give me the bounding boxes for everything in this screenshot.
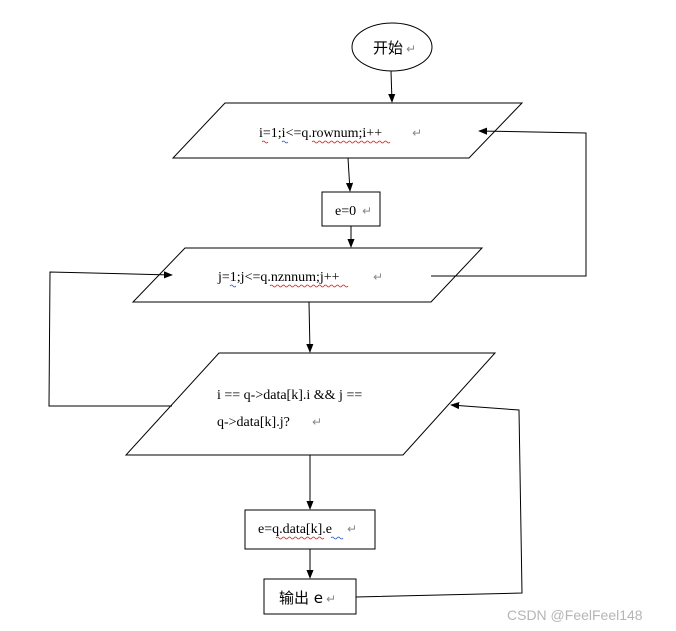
paragraph-mark: ↵ <box>347 522 357 536</box>
edge-start-to-outer-loop <box>388 70 396 103</box>
paragraph-mark: ↵ <box>362 204 372 218</box>
condition-line-2: q->data[k].j? <box>217 415 290 430</box>
paragraph-mark: ↵ <box>326 592 336 606</box>
edge-output-back-to-condition <box>355 402 523 598</box>
edge-outer-loop-to-init-e <box>345 157 354 192</box>
paragraph-mark: ↵ <box>373 270 383 284</box>
start-node: 开始 ↵ <box>351 22 433 72</box>
edge-condition-back-to-inner-loop <box>48 271 173 407</box>
init-e-node: e=0 ↵ <box>321 191 381 227</box>
assign-e-node: e=q.data[k].e ↵ <box>244 509 376 550</box>
edge-inner-loop-to-condition <box>306 301 314 353</box>
inner-loop-node: j=1;j<=q.nznnum;j++ ↵ <box>131 247 484 303</box>
start-label: 开始 <box>373 39 403 57</box>
output-e-node: 输出 e ↵ <box>263 578 357 615</box>
condition-line-1: i == q->data[k].i && j == <box>217 388 362 403</box>
paragraph-mark: ↵ <box>406 42 416 56</box>
init-e-label: e=0 <box>335 204 356 219</box>
outer-loop-label: i=1;i<=q.rownum;i++ <box>259 126 382 141</box>
condition-node: i == q->data[k].i && j == q->data[k].j? … <box>124 352 497 456</box>
output-e-label: 输出 e <box>279 589 323 607</box>
edge-inner-loop-back-to-outer-loop <box>431 127 587 277</box>
inner-loop-label: j=1;j<=q.nznnum;j++ <box>217 270 340 285</box>
paragraph-mark: ↵ <box>412 126 422 140</box>
assign-e-label: e=q.data[k].e <box>258 522 332 537</box>
paragraph-mark: ↵ <box>312 415 322 429</box>
watermark: CSDN @FeelFeel148 <box>507 607 643 623</box>
outer-loop-node: i=1;i<=q.rownum;i++ ↵ <box>171 102 524 159</box>
